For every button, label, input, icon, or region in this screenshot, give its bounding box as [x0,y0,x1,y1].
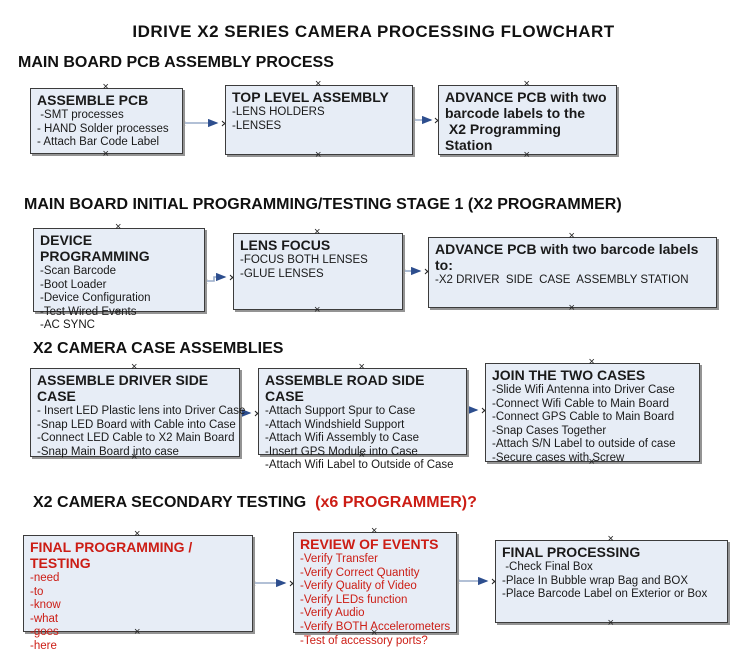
section-heading-secondary-testing: X2 CAMERA SECONDARY TESTING (x6 PROGRAMM… [33,494,477,512]
box-line: - HAND Solder processes [37,122,169,135]
box-line: -LENSES [232,119,282,132]
box-line: -Check Final Box [502,561,593,573]
box-line: -Test of accessory ports? [300,634,428,647]
box-title: JOIN THE TWO CASES [492,367,646,383]
box-line: -Insert GPS Module into Case [265,445,418,458]
box-line: -goes [30,626,59,639]
box-line: -what [30,612,59,625]
box-line: -X2 DRIVER SIDE CASE ASSEMBLY STATION [435,274,689,286]
box-assemble-pcb: ASSEMBLE PCB -SMT processes - HAND Solde… [30,82,183,160]
box-title: FINAL PROCESSING [502,544,641,560]
box-final-programming-testing: FINAL PROGRAMMING / TESTING -need -to -k… [23,529,253,652]
box-line: -Verify Audio [300,607,365,620]
box-line: -Slide Wifi Antenna into Driver Case [492,384,675,396]
box-title: LENS FOCUS [240,237,331,253]
section-heading-text: MAIN BOARD INITIAL PROGRAMMING/TESTING S… [24,196,622,213]
box-title: ADVANCE PCB with two barcode labels to: [435,241,703,273]
box-line: -Scan Barcode [40,265,117,277]
section-heading-pcb-assembly: MAIN BOARD PCB ASSEMBLY PROCESS [18,54,334,72]
box-line: - Attach Bar Code Label [37,136,160,149]
section-heading-text: X2 CAMERA SECONDARY TESTING [33,494,311,511]
box-line: -Snap Cases Together [492,424,607,437]
box-title: REVIEW OF EVENTS [300,536,439,552]
section-heading-red-suffix: (x6 PROGRAMMER)? [310,494,477,511]
box-line: -Attach Wifi Assembly to Case [265,432,420,445]
section-heading-initial-programming: MAIN BOARD INITIAL PROGRAMMING/TESTING S… [24,196,622,214]
box-title: ADVANCE PCB with two barcode labels to t… [445,89,607,153]
box-line: -to [30,585,44,598]
box-title: DEVICE PROGRAMMING [40,232,150,264]
box-title: ASSEMBLE ROAD SIDE CASE [265,372,429,404]
box-line: -SMT processes [37,109,124,121]
box-title: FINAL PROGRAMMING / TESTING [30,539,197,571]
box-line: -Verify BOTH Accelerometers [300,620,451,633]
box-line: -Attach Wifi Label to Outside of Case [265,459,454,472]
box-assemble-driver-side-case: ASSEMBLE DRIVER SIDE CASE - Insert LED P… [30,362,246,463]
box-line: -need [30,572,60,584]
box-review-of-events: REVIEW OF EVENTS -Verify Transfer -Verif… [293,526,457,647]
box-line: -AC SYNC [40,319,95,332]
section-heading-case-assemblies: X2 CAMERA CASE ASSEMBLIES [33,340,283,358]
box-line: -Verify Correct Quantity [300,566,420,579]
box-line: -Attach Windshield Support [265,418,405,431]
box-line: -Verify LEDs function [300,593,408,606]
section-heading-text: MAIN BOARD PCB ASSEMBLY PROCESS [18,54,334,71]
arrow-device-to-lensfocus [206,272,227,282]
box-line: -Device Configuration [40,292,151,305]
box-line: -LENS HOLDERS [232,106,325,118]
box-title: ASSEMBLE PCB [37,92,149,108]
box-title: TOP LEVEL ASSEMBLY [232,89,389,105]
box-device-programming: DEVICE PROGRAMMING -Scan Barcode -Boot L… [33,222,205,331]
box-line: -Snap Main Board into case [37,445,179,458]
box-line: -Test Wired Events [40,305,137,318]
box-line: -Boot Loader [40,278,107,291]
box-title: ASSEMBLE DRIVER SIDE CASE [37,372,213,404]
box-advance-pcb-driver-side-station: ADVANCE PCB with two barcode labels to: … [428,231,717,314]
box-line: -Connect LED Cable to X2 Main Board [37,432,235,445]
box-line: -Place In Bubble wrap Bag and BOX [502,574,689,587]
box-assemble-road-side-case: ASSEMBLE ROAD SIDE CASE -Attach Support … [258,362,467,471]
box-line: -Attach S/N Label to outside of case [492,438,676,451]
box-final-processing: FINAL PROCESSING -Check Final Box -Place… [495,534,728,629]
box-line: -GLUE LENSES [240,267,324,280]
box-line: -Verify Quality of Video [300,580,417,593]
box-line: -Connect GPS Cable to Main Board [492,411,675,424]
box-line: -here [30,639,57,652]
box-advance-pcb-programming-station: ADVANCE PCB with two barcode labels to t… [438,79,617,161]
box-line: -Connect Wifi Cable to Main Board [492,397,670,410]
page-title: IDRIVE X2 SERIES CAMERA PROCESSING FLOWC… [132,22,615,41]
box-lens-focus: LENS FOCUS -FOCUS BOTH LENSES -GLUE LENS… [233,227,403,316]
box-line: -Attach Support Spur to Case [265,405,416,417]
box-line: -Verify Transfer [300,553,378,565]
box-line: -Place Barcode Label on Exterior or Box [502,588,708,601]
box-join-the-two-cases: JOIN THE TWO CASES -Slide Wifi Antenna i… [485,357,700,468]
box-line: -FOCUS BOTH LENSES [240,254,368,266]
section-heading-text: X2 CAMERA CASE ASSEMBLIES [33,340,284,357]
box-top-level-assembly: TOP LEVEL ASSEMBLY -LENS HOLDERS -LENSES [225,79,413,161]
box-line: -Secure cases with Screw [492,451,625,464]
box-line: - Insert LED Plastic lens into Driver Ca… [37,405,246,417]
box-line: -know [30,599,61,612]
box-line: -Snap LED Board with Cable into Case [37,418,236,431]
